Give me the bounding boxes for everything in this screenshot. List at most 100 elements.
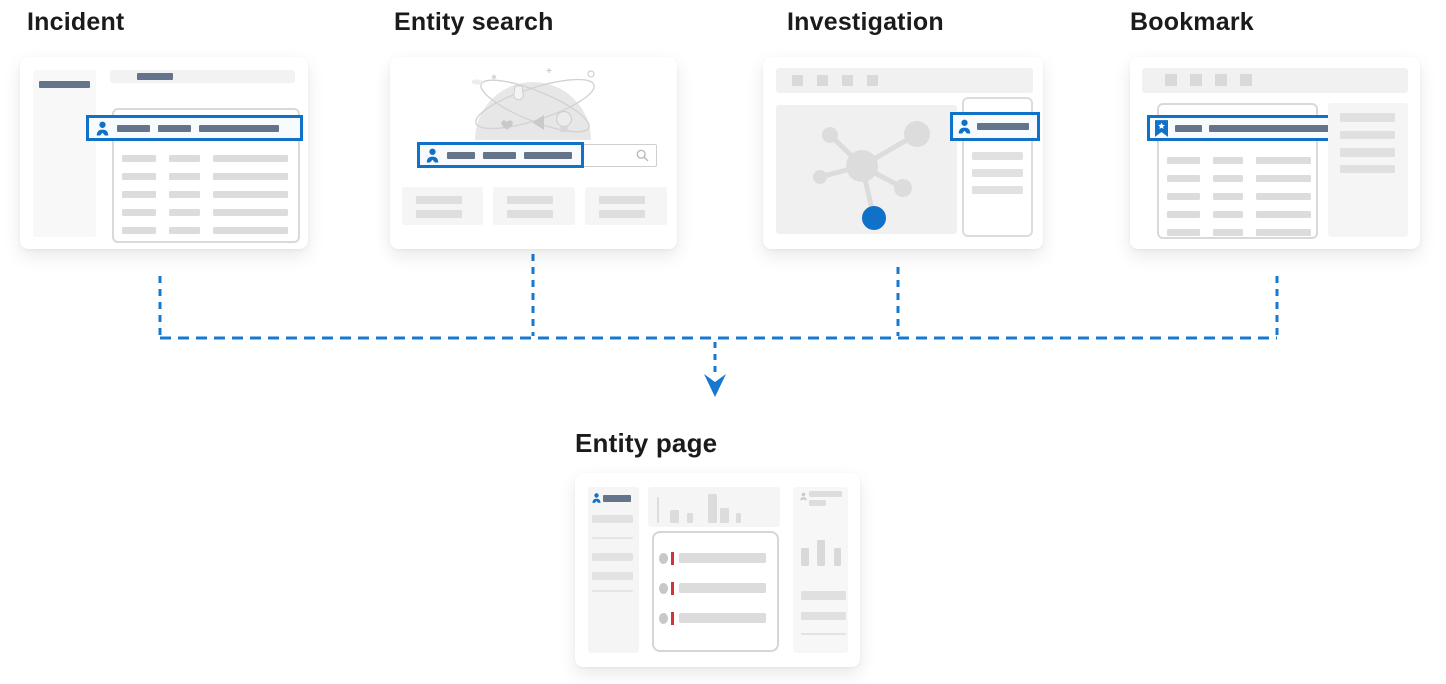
placeholder-bar xyxy=(1213,229,1243,236)
placeholder-bar xyxy=(687,513,693,523)
placeholder-bar xyxy=(524,151,572,159)
placeholder-bar xyxy=(599,210,645,218)
placeholder-bar xyxy=(801,612,846,620)
insights-panel xyxy=(793,487,848,653)
placeholder-bar xyxy=(213,209,288,216)
severity-tick xyxy=(671,582,674,595)
placeholder-bar xyxy=(447,151,475,159)
placeholder-bar xyxy=(213,173,288,180)
placeholder-bar xyxy=(96,129,109,135)
timeline-box xyxy=(652,531,779,652)
highlighted-entity-query xyxy=(417,142,584,168)
placeholder-bar xyxy=(471,79,483,85)
placeholder-bar xyxy=(1167,229,1200,236)
placeholder-bar xyxy=(958,127,971,134)
placeholder-bar xyxy=(1215,74,1227,86)
placeholder-bar xyxy=(587,70,595,78)
result-card xyxy=(585,187,667,225)
timeline-item xyxy=(654,552,777,565)
bookmark-icon xyxy=(1155,119,1168,137)
placeholder-bar xyxy=(592,553,633,561)
placeholder-bar xyxy=(1340,113,1395,122)
person-icon xyxy=(800,492,807,501)
placeholder-bar xyxy=(1340,165,1395,173)
placeholder-bar xyxy=(169,209,200,216)
placeholder-bar xyxy=(1167,211,1200,218)
placeholder-bar xyxy=(1340,148,1395,157)
placeholder-bar xyxy=(961,119,968,126)
placeholder-bar xyxy=(972,169,1023,177)
placeholder-bar xyxy=(1190,74,1202,86)
placeholder-bar xyxy=(1213,157,1243,164)
placeholder-bar xyxy=(169,191,200,198)
placeholder-bar xyxy=(1340,131,1395,139)
result-card xyxy=(402,187,483,225)
placeholder-bar xyxy=(592,572,633,580)
placeholder-bar xyxy=(643,156,649,162)
entity-info-panel xyxy=(588,487,639,653)
mock-header xyxy=(110,70,295,83)
mock-sidebar xyxy=(33,70,96,237)
timeline-dot-icon xyxy=(659,583,668,594)
placeholder-bar xyxy=(169,155,200,162)
placeholder-bar xyxy=(507,210,553,218)
incident-card xyxy=(20,57,308,249)
placeholder-bar xyxy=(1175,124,1202,132)
placeholder-bar xyxy=(122,209,156,216)
placeholder-bar xyxy=(429,148,436,155)
placeholder-bar xyxy=(592,515,633,523)
bookmark-card xyxy=(1130,57,1420,249)
placeholder-bar xyxy=(817,540,825,566)
placeholder-bar xyxy=(169,173,200,180)
placeholder-bar xyxy=(679,583,766,593)
search-icon xyxy=(636,149,649,162)
placeholder-bar xyxy=(513,85,524,101)
placeholder-bar xyxy=(834,548,841,566)
person-icon xyxy=(592,493,601,503)
placeholder-bar xyxy=(817,75,828,86)
investigation-title: Investigation xyxy=(787,8,944,36)
placeholder-bar xyxy=(720,508,729,523)
placeholder-bar xyxy=(1158,122,1165,129)
placeholder-bar xyxy=(560,126,568,132)
entity-search-card xyxy=(390,57,677,249)
placeholder-bar xyxy=(1165,74,1252,86)
timeline-item xyxy=(654,582,777,595)
mock-toolbar xyxy=(1142,68,1408,93)
mock-toolbar xyxy=(776,68,1033,93)
placeholder-bar xyxy=(801,591,846,600)
placeholder-bar xyxy=(801,633,846,635)
placeholder-bar xyxy=(792,75,803,86)
placeholder-bar xyxy=(679,613,766,623)
placeholder-bar xyxy=(483,151,516,159)
placeholder-bar xyxy=(1213,211,1243,218)
placeholder-bar xyxy=(636,149,646,159)
selected-entity-node xyxy=(862,206,886,230)
placeholder-bar xyxy=(1155,119,1168,137)
placeholder-bar xyxy=(708,494,717,523)
entity-graph xyxy=(813,121,930,230)
placeholder-bar xyxy=(603,495,631,502)
placeholder-bar xyxy=(594,493,599,498)
placeholder-bar xyxy=(1165,74,1177,86)
search-result-cards xyxy=(402,187,667,225)
placeholder-bar xyxy=(1167,157,1311,236)
arrow-down-icon xyxy=(704,374,726,397)
placeholder-bar xyxy=(555,110,573,128)
placeholder-bar xyxy=(158,124,191,132)
placeholder-bar xyxy=(1213,175,1243,182)
placeholder-bar xyxy=(1167,157,1200,164)
placeholder-bar xyxy=(213,191,288,198)
placeholder-bar xyxy=(792,75,878,86)
placeholder-bar xyxy=(416,196,462,204)
entity-search-title: Entity search xyxy=(394,8,554,36)
person-icon xyxy=(426,148,439,162)
placeholder-bar xyxy=(122,155,156,162)
investigation-graph-area xyxy=(776,105,957,234)
placeholder-bar xyxy=(122,191,156,198)
placeholder-bar xyxy=(904,121,930,147)
bookmark-title: Bookmark xyxy=(1130,8,1254,36)
result-card xyxy=(493,187,575,225)
placeholder-bar xyxy=(679,553,766,563)
